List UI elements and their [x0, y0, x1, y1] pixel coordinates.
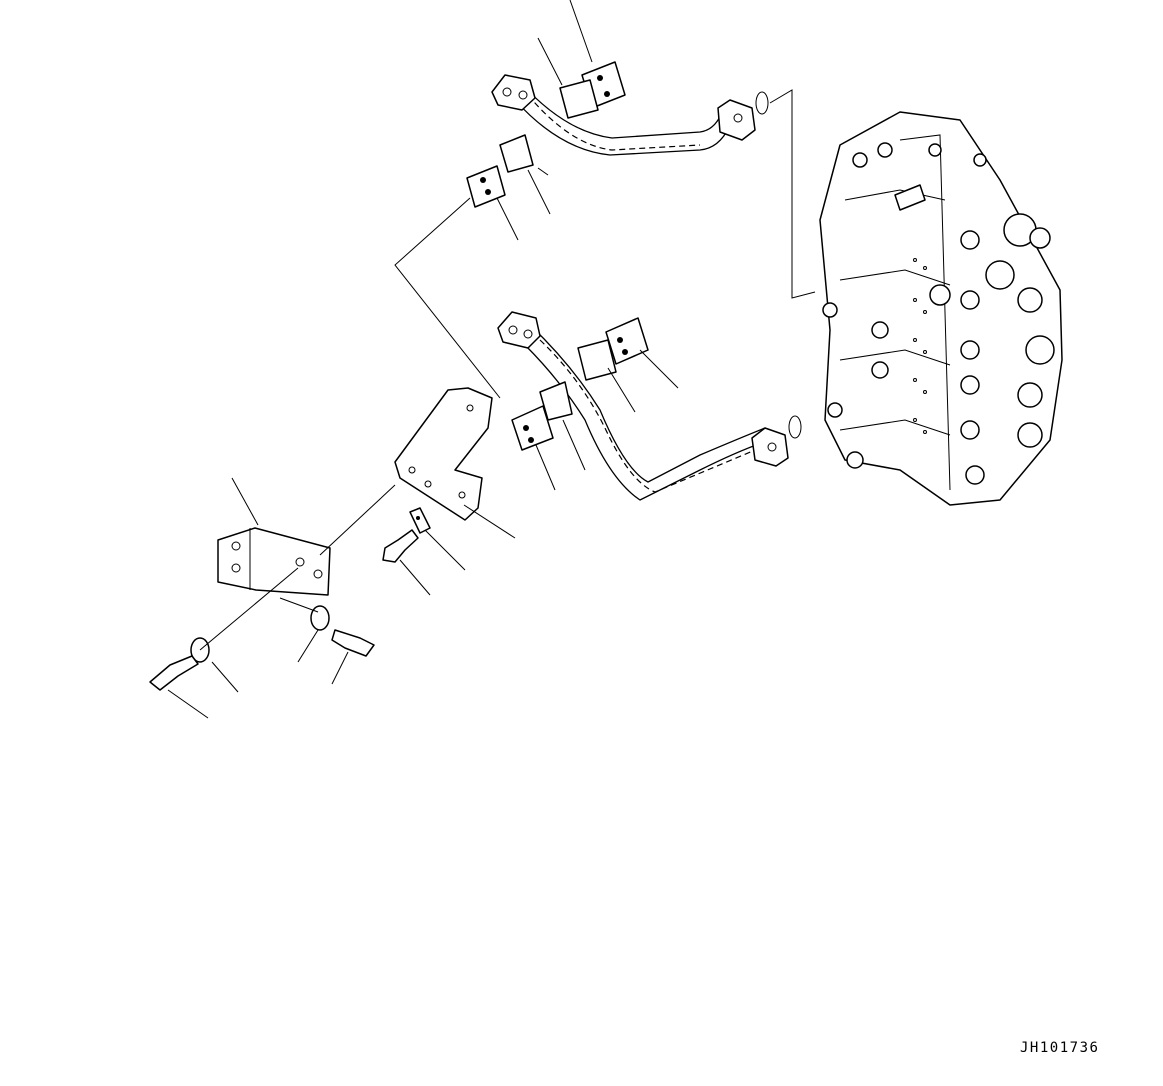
lower-o-ring	[789, 416, 801, 438]
clamp-lower-spacer	[540, 382, 572, 420]
clamp-upper-inner	[560, 80, 598, 118]
middle-clamp-set	[512, 318, 678, 490]
upper-pipe	[492, 75, 755, 155]
lower-bolt-set	[150, 568, 374, 718]
washer-right	[311, 606, 329, 630]
bracket-bolt-set	[383, 508, 465, 595]
hex-bolt-upper	[383, 530, 418, 562]
upper-o-ring	[756, 92, 768, 114]
clamp-upper-spacer	[500, 135, 533, 172]
hex-bolt-left	[150, 656, 198, 690]
upper-bracket	[395, 388, 515, 538]
spool-cap-2	[986, 261, 1014, 289]
upper-o-ring-leader	[770, 90, 815, 298]
clamp-lower-outer	[512, 406, 553, 450]
upper-pipe-flange-right	[718, 100, 755, 140]
lock-washer	[410, 508, 430, 533]
lower-bracket	[218, 478, 395, 595]
hex-bolt-right	[332, 630, 374, 656]
clamp-middle-inner	[578, 340, 616, 380]
clamp-middle-outer	[606, 318, 648, 364]
bracket-upper-body	[395, 388, 492, 520]
bracket-lower-body	[218, 528, 330, 595]
upper-pipe-flange-left	[492, 75, 535, 110]
control-valve-assembly	[820, 112, 1062, 505]
upper-clamp-set	[467, 0, 625, 240]
clamp-upper-lower-half	[467, 166, 505, 207]
clamp-to-bracket-leader	[395, 198, 500, 398]
lower-pipe-flange-right	[752, 428, 788, 466]
spool-cap-3	[1026, 336, 1054, 364]
drawing-code: JH101736	[1020, 1040, 1100, 1056]
lower-pipe-flange-left	[498, 312, 540, 348]
lower-pipe	[498, 312, 788, 500]
